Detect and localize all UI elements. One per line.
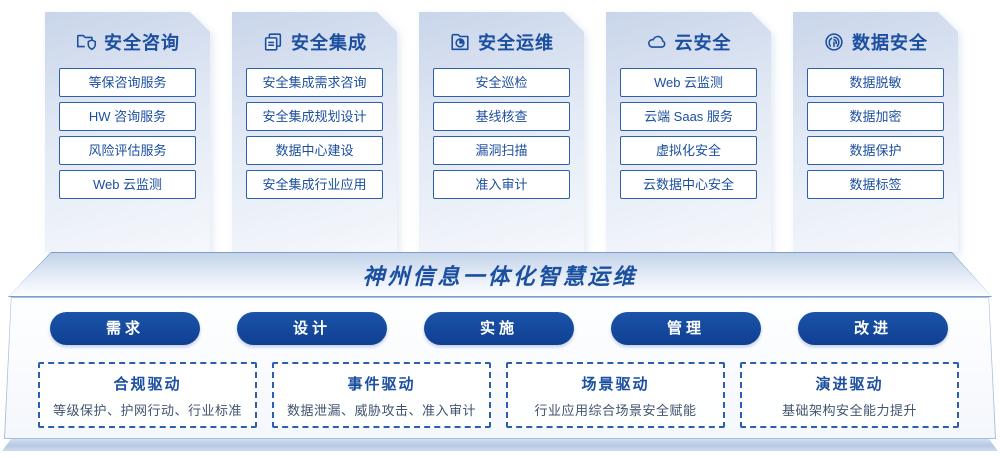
service-item: 云数据中心安全 xyxy=(620,170,757,199)
column-panel-background xyxy=(45,12,210,252)
column-header: 安全集成 xyxy=(232,12,397,55)
service-item: 安全集成行业应用 xyxy=(246,170,383,199)
column-panel-background xyxy=(606,12,771,252)
service-item: 基线核查 xyxy=(433,102,570,131)
service-item: 安全巡检 xyxy=(433,68,570,97)
driver-description: 等级保护、护网行动、行业标准 xyxy=(52,403,242,418)
column-title: 云安全 xyxy=(674,33,732,53)
column-header: 安全咨询 xyxy=(45,12,210,55)
driver-title: 合规驱动 xyxy=(113,376,182,393)
column-title: 安全运维 xyxy=(478,33,554,53)
phase-pill-implement: 实施 xyxy=(424,312,574,345)
column-header: 数据安全 xyxy=(793,12,958,55)
column-header: 云安全 xyxy=(606,12,771,55)
column-panel-background xyxy=(419,12,584,252)
cloud-icon xyxy=(647,35,665,48)
service-item: 虚拟化安全 xyxy=(620,136,757,165)
column-panel-background xyxy=(232,12,397,252)
column-security-consulting: 安全咨询 等保咨询服务 HW 咨询服务 风险评估服务 Web 云监测 企业基础架… xyxy=(45,12,210,253)
service-item: 数据加密 xyxy=(807,102,944,131)
service-item: 云端 Saas 服务 xyxy=(620,102,757,131)
service-list: Web 云监测 云端 Saas 服务 虚拟化安全 云数据中心安全 xyxy=(606,68,771,199)
driver-title: 演进驱动 xyxy=(815,376,884,393)
service-item: 安全集成需求咨询 xyxy=(246,68,383,97)
service-list: 数据脱敏 数据加密 数据保护 数据标签 xyxy=(793,68,958,199)
driver-title: 事件驱动 xyxy=(347,376,416,393)
column-data-security: 数据安全 数据脱敏 数据加密 数据保护 数据标签 数据安全综合 解决方案 xyxy=(793,12,958,253)
driver-title: 场景驱动 xyxy=(581,376,650,393)
service-item: 准入审计 xyxy=(433,170,570,199)
driver-box-compliance: 合规驱动 等级保护、护网行动、行业标准 xyxy=(38,362,257,428)
phase-pill-design: 设计 xyxy=(237,312,387,345)
copy-documents-icon xyxy=(264,33,282,51)
column-cloud-security: 云安全 Web 云监测 云端 Saas 服务 虚拟化安全 云数据中心安全 整体云… xyxy=(606,12,771,253)
column-header: 安全运维 xyxy=(419,12,584,55)
column-title: 安全集成 xyxy=(291,33,367,53)
service-item: 数据标签 xyxy=(807,170,944,199)
driver-description: 基础架构安全能力提升 xyxy=(781,403,917,418)
service-item: 安全集成规划设计 xyxy=(246,102,383,131)
service-item: Web 云监测 xyxy=(59,170,196,199)
service-item: 等保咨询服务 xyxy=(59,68,196,97)
column-title: 安全咨询 xyxy=(104,33,180,53)
service-item: 风险评估服务 xyxy=(59,136,196,165)
service-list: 安全巡检 基线核查 漏洞扫描 准入审计 xyxy=(419,68,584,199)
column-security-integration: 安全集成 安全集成需求咨询 安全集成规划设计 数据中心建设 安全集成行业应用 行… xyxy=(232,12,397,253)
folder-pie-chart-icon xyxy=(451,33,469,51)
service-item: 数据中心建设 xyxy=(246,136,383,165)
driver-box-incident: 事件驱动 数据泄漏、威胁攻击、准入审计 xyxy=(272,362,491,428)
driver-description: 行业应用综合场景安全赋能 xyxy=(534,403,697,418)
service-item: 数据保护 xyxy=(807,136,944,165)
column-panel-background xyxy=(793,12,958,252)
service-list: 等保咨询服务 HW 咨询服务 风险评估服务 Web 云监测 xyxy=(45,68,210,199)
phase-pill-improve: 改进 xyxy=(798,312,948,345)
platform-base-edge xyxy=(2,439,998,451)
driver-box-evolution: 演进驱动 基础架构安全能力提升 xyxy=(740,362,959,428)
folder-shield-icon xyxy=(76,34,97,51)
phase-pill-demand: 需求 xyxy=(50,312,200,345)
service-item: 数据脱敏 xyxy=(807,68,944,97)
driver-description: 数据泄漏、威胁攻击、准入审计 xyxy=(286,403,476,418)
service-item: Web 云监测 xyxy=(620,68,757,97)
platform-banner-surface: 神州信息一体化智慧运维 xyxy=(9,253,991,296)
service-item: HW 咨询服务 xyxy=(59,102,196,131)
banner-title: 神州信息一体化智慧运维 xyxy=(362,263,638,289)
service-item: 漏洞扫描 xyxy=(433,136,570,165)
column-title: 数据安全 xyxy=(852,33,928,53)
service-list: 安全集成需求咨询 安全集成规划设计 数据中心建设 安全集成行业应用 xyxy=(232,68,397,199)
platform-banner: 神州信息一体化智慧运维 xyxy=(8,252,992,297)
column-security-operations: 安全运维 安全巡检 基线核查 漏洞扫描 准入审计 安全驻场结合 单次服务 xyxy=(419,12,584,253)
fingerprint-icon xyxy=(825,33,843,51)
phase-pill-manage: 管理 xyxy=(611,312,761,345)
driver-box-scenario: 场景驱动 行业应用综合场景安全赋能 xyxy=(506,362,725,428)
